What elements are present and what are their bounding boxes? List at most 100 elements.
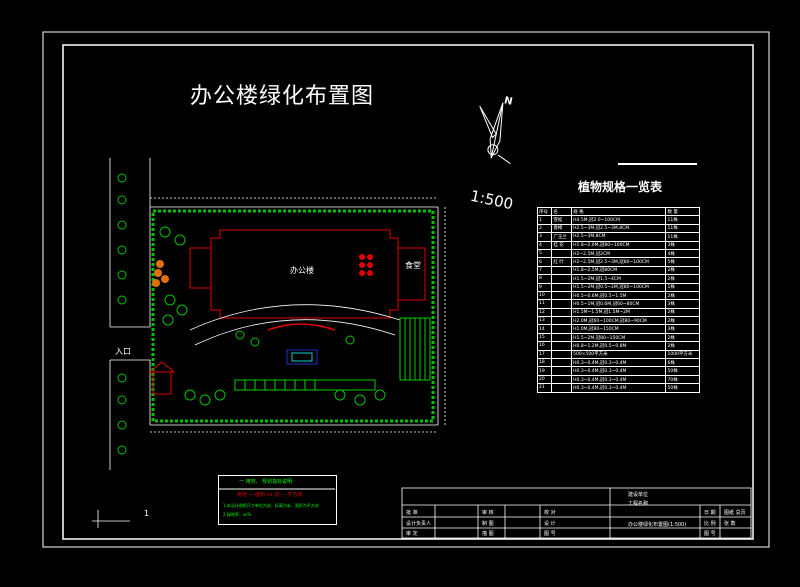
- project-label: 建设单位: [628, 492, 649, 498]
- tb-cell: 图 号: [704, 531, 716, 537]
- plant-table-cell: 5株: [665, 257, 700, 267]
- tb-cell: 制 图: [482, 521, 494, 527]
- hedge-boundary: [151, 209, 435, 423]
- plant-table-cell: 16: [536, 341, 553, 351]
- plant-table-cell: 14: [536, 324, 553, 334]
- tb-cell: 审 定: [406, 531, 418, 537]
- plant-table-cell: 500×500平方米: [571, 349, 667, 360]
- plant-table-cell: [551, 366, 573, 376]
- plant-table-header: 序号 名 规 格 数 量: [536, 206, 700, 217]
- north-arrow-icon: [479, 102, 511, 165]
- plant-table-cell: 3株: [665, 299, 700, 309]
- gate-house: [148, 361, 176, 395]
- plant-table-cell: 70株: [665, 374, 700, 385]
- plant-table-cell: [551, 265, 573, 276]
- plant-table-cell: H2~2.5M,冠2CM: [571, 248, 667, 259]
- plant-table-cell: 2株: [665, 332, 700, 343]
- plant-table-cell: 8: [536, 274, 553, 284]
- plant-table-cell: H1.5~2M,冠1.5~4CM: [571, 274, 667, 284]
- legend-line-4: 2.绿地率：xx%: [223, 512, 252, 517]
- plant-table-cell: 5: [536, 248, 553, 259]
- legend-line-2: 用地 — 面积 xx 总 — 平方米: [237, 492, 303, 498]
- front-plaza: [189, 304, 401, 365]
- plant-table-cell: 1株: [665, 282, 700, 292]
- plant-table-cell: 15: [536, 332, 553, 343]
- plant-table-cell: 1000平方米: [665, 349, 700, 360]
- east-building-label: 食堂: [405, 261, 421, 270]
- plant-table-cell: [551, 341, 573, 351]
- plant-table-cell: 雪松: [551, 215, 573, 225]
- legend-line-1: 一 用地、 规划指标说明: [239, 479, 293, 485]
- plant-table-cell: H0.3~0.4M,冠0.3~0.4M: [571, 366, 667, 376]
- plant-table-cell: H1.5~2M,冠80~150CM: [571, 332, 667, 343]
- plant-table-cell: H0.3~0.4M,冠0.3~0.4M: [571, 358, 667, 368]
- plant-table-cell: 4株: [665, 248, 700, 259]
- plant-table-cell: H0.3~0.4M,冠0.3~0.4M: [571, 374, 667, 385]
- plant-table-cell: 4: [536, 240, 553, 250]
- plant-table-cell: 2株: [665, 290, 700, 301]
- plant-table-cell: 19: [536, 366, 553, 376]
- tb-cell: 比 例: [704, 521, 716, 527]
- tb-cell: 张 数: [724, 521, 736, 527]
- tb-cell: 校 对: [544, 510, 556, 516]
- site-plan: [92, 158, 446, 528]
- lawn-areas: [234, 317, 431, 391]
- plant-table-cell: [551, 383, 573, 393]
- tb-cell: 描 图: [482, 531, 494, 537]
- drawing-name: 办公楼绿化布置图(1:500): [628, 522, 687, 528]
- plant-table-cell: 9: [536, 282, 553, 292]
- plant-table-cell: 50株: [665, 366, 700, 376]
- tb-cell: 审 核: [482, 510, 494, 516]
- plant-table-cell: 11株: [665, 232, 700, 242]
- plant-table-cell: 11: [536, 299, 553, 309]
- plant-table-cell: [551, 358, 573, 368]
- plant-table-cell: [551, 274, 573, 284]
- plant-table-cell: [551, 324, 573, 334]
- plant-table-cell: 50株: [665, 383, 700, 393]
- red-trees: [152, 254, 373, 287]
- header-cell: 序号: [536, 206, 553, 217]
- tb-cell: 图 号: [544, 531, 556, 537]
- plant-table-title: 植物规格一览表: [578, 180, 663, 194]
- tree-symbols: [117, 173, 386, 455]
- plant-table-cell: 2株: [665, 274, 700, 284]
- plant-table-cell: H2.0M,冠60~100CM,冠80~90CM: [571, 316, 667, 326]
- plant-table-cell: 桂 花: [551, 240, 573, 250]
- page-title: 办公楼绿化布置图: [190, 84, 375, 109]
- plant-table-cell: 1: [536, 215, 553, 225]
- inner-frame: [62, 44, 754, 540]
- plant-table-cell: [551, 316, 573, 326]
- tb-cell: 图纸 总页: [724, 510, 746, 516]
- tb-cell: 设计负责人: [406, 521, 432, 527]
- plant-table-cell: H4.5M,冠2.0~100CM: [571, 215, 667, 225]
- header-cell: 名: [551, 206, 573, 217]
- plant-table-cell: 11株: [665, 223, 700, 234]
- plant-table-cell: H1.5~2M,冠0.5~2M,冠80~100CM: [571, 282, 667, 292]
- plant-table-cell: H1.5M~1.5M,冠1.5M~2M: [571, 307, 667, 318]
- plant-table-cell: H2.5~3M,8CM: [571, 232, 667, 242]
- plant-table-cell: H0.3~0.4M,冠0.3~0.4M: [571, 383, 667, 393]
- legend-box: 一 用地、 规划指标说明 用地 — 面积 xx 总 — 平方米 1.本设计图纸尺…: [218, 475, 337, 525]
- main-building: [189, 229, 426, 319]
- plant-table-cell: H0.5~0.6M,冠0.5~1.5M: [571, 290, 667, 301]
- entrance-label: 入口: [115, 347, 131, 356]
- tb-cell: 批 准: [406, 510, 418, 516]
- plant-table-cell: 18: [536, 358, 553, 368]
- plant-table-cell: [551, 374, 573, 385]
- plant-table-cell: 10: [536, 290, 553, 301]
- plant-table-cell: 12: [536, 307, 553, 318]
- outer-frame: [42, 31, 770, 548]
- tb-cell: 日 期: [704, 510, 716, 516]
- plant-table-cell: 红 叶: [551, 257, 573, 267]
- plant-table-cell: 2株: [665, 316, 700, 326]
- plant-table-cell: [551, 349, 573, 360]
- header-cell: 数 量: [665, 206, 700, 217]
